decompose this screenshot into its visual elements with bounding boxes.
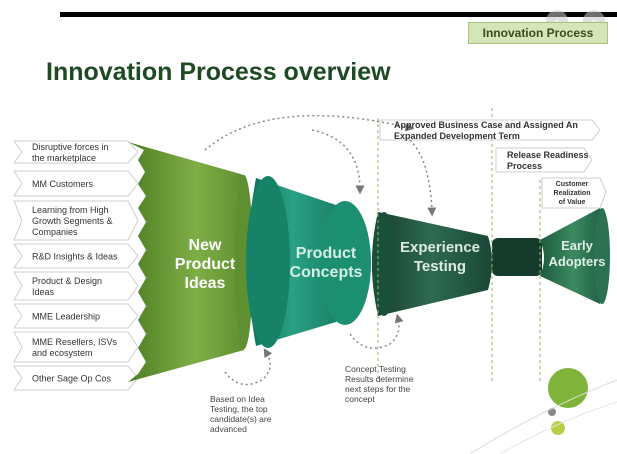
input-chevron <box>13 331 139 363</box>
adopters-shape <box>540 208 606 304</box>
input-label: Other Sage Op Cos <box>32 374 112 384</box>
input-item: Other Sage Op Cos <box>13 365 139 391</box>
input-chevron <box>13 365 139 391</box>
deco-swoosh-2-icon <box>499 401 617 454</box>
input-chevron <box>13 170 139 197</box>
testing-front <box>372 212 396 316</box>
feedback-arc-mid <box>311 129 365 195</box>
section-tag: Innovation Process <box>468 22 608 44</box>
testing-shape <box>372 212 492 316</box>
input-chevron <box>13 303 139 329</box>
input-label: R&D Insights & Ideas <box>32 252 118 262</box>
ideas-funnel-shape <box>128 142 252 382</box>
input-chevron <box>13 243 139 269</box>
deco-swoosh-icon <box>469 379 617 454</box>
feedback-arc-top <box>204 114 415 151</box>
feedback-arc-right <box>409 139 437 217</box>
deco-dot-grey-icon <box>548 408 556 416</box>
input-item: MME Leadership <box>13 303 139 329</box>
milestone-approved-arrow <box>379 119 601 141</box>
input-chevron <box>13 140 139 164</box>
input-chevron <box>13 200 139 241</box>
input-label: MME Leadership <box>32 312 100 322</box>
input-label: MM Customers <box>32 179 94 189</box>
connector-tube <box>492 238 542 276</box>
deco-leaf-small-icon <box>551 421 565 435</box>
milestone-release-arrow <box>495 147 593 173</box>
input-item: R&D Insights & Ideas <box>13 243 139 269</box>
idea-testing-loop-icon <box>224 348 273 386</box>
milestone-realization-arrow <box>541 177 607 209</box>
concept-testing-loop-icon <box>349 313 404 349</box>
concepts-rim <box>319 201 371 325</box>
adopters-rim <box>594 208 610 304</box>
page-title: Innovation Process overview <box>46 58 391 86</box>
input-chevron <box>13 271 139 301</box>
top-rule <box>60 12 617 17</box>
ideas-funnel-rim <box>235 175 253 349</box>
deco-leaf-large-icon <box>548 368 588 408</box>
input-item: MM Customers <box>13 170 139 197</box>
concepts-front <box>246 176 290 348</box>
